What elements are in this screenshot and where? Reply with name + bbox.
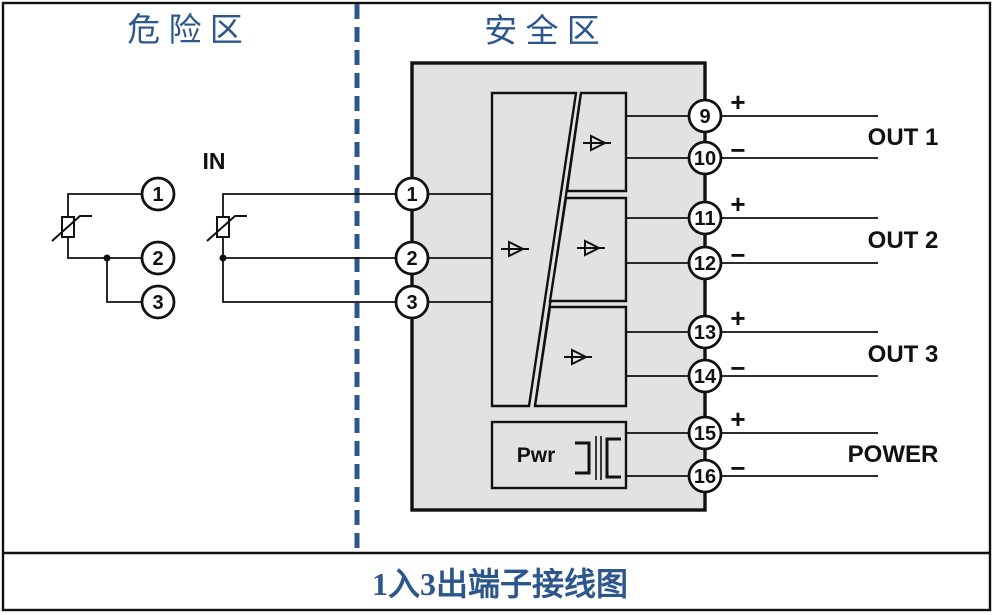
safe-zone-label: 安 全 区 xyxy=(484,13,600,50)
device-terminal-10 xyxy=(687,140,723,176)
wire xyxy=(222,193,396,217)
sensor-terminal-2 xyxy=(140,240,176,276)
device-terminal-11 xyxy=(687,200,723,236)
minus-sign: − xyxy=(730,135,745,165)
plus-sign: + xyxy=(730,87,745,117)
sensor-terminal-3 xyxy=(140,284,176,320)
rtd-diagonal-icon xyxy=(206,215,247,242)
sensor-terminal-1-number: 1 xyxy=(152,184,163,206)
power-block-box xyxy=(490,420,628,490)
plus-sign: + xyxy=(730,303,745,333)
device-terminal-9 xyxy=(687,98,723,134)
output-channel-2: 11 12 + − OUT 2 xyxy=(687,189,939,281)
field-sensor: 1 2 3 xyxy=(51,176,176,320)
sensor-terminal-3-number: 3 xyxy=(152,292,163,314)
device-terminal-13 xyxy=(687,314,723,350)
wire xyxy=(67,193,142,217)
rtd-diagonal-icon xyxy=(51,215,92,242)
diagram-caption: 1入3出端子接线图 xyxy=(372,566,628,602)
device-terminal-16-number: 16 xyxy=(694,466,716,488)
device-terminal-14-number: 14 xyxy=(694,366,717,388)
power-label: POWER xyxy=(848,441,939,468)
power-channel: 15 16 + − POWER xyxy=(687,404,939,494)
device-terminal-10-number: 10 xyxy=(694,148,716,170)
device-terminal-1 xyxy=(394,176,430,212)
device-terminal-14 xyxy=(687,358,723,394)
output2-amplifier-block xyxy=(548,196,628,303)
amplifier-icon-out2 xyxy=(577,239,605,257)
plus-sign: + xyxy=(730,404,745,434)
minus-sign: − xyxy=(730,353,745,383)
input-label: IN xyxy=(203,148,226,174)
device-terminal-11-number: 11 xyxy=(694,208,715,230)
device-terminal-16 xyxy=(687,458,723,494)
hazardous-zone-label: 危 险 区 xyxy=(127,12,243,49)
minus-sign: − xyxy=(730,453,745,483)
device-terminal-2-number: 2 xyxy=(406,248,417,270)
transformer-icon xyxy=(575,436,621,480)
amplifier-icon-out1 xyxy=(583,134,611,152)
rtd-resistor-icon xyxy=(61,216,75,238)
output-channel-3: 13 14 + − OUT 3 xyxy=(687,303,939,394)
sensor-terminal-1 xyxy=(140,176,176,212)
internal-wires xyxy=(428,115,689,477)
amplifier-icon-input xyxy=(501,240,529,258)
device-terminal-15 xyxy=(687,415,723,451)
amplifier-icon-out3 xyxy=(564,348,592,366)
wire xyxy=(222,258,396,303)
out2-label: OUT 2 xyxy=(868,227,939,254)
junction-dot xyxy=(103,254,111,262)
device-terminal-1-number: 1 xyxy=(406,184,417,206)
output-channel-1: 9 10 + − OUT 1 xyxy=(687,87,939,176)
plus-sign: + xyxy=(730,189,745,219)
out1-label: OUT 1 xyxy=(868,124,939,151)
pwr-label: Pwr xyxy=(517,444,556,467)
device-input-terminals: 1 2 3 xyxy=(394,176,430,320)
device-terminal-12 xyxy=(687,245,723,281)
device-terminal-3-number: 3 xyxy=(406,292,417,314)
wire xyxy=(67,237,141,259)
sensor-terminal-2-number: 2 xyxy=(152,248,163,270)
device-terminal-15-number: 15 xyxy=(694,423,716,445)
device-terminal-13-number: 13 xyxy=(694,322,716,344)
out3-label: OUT 3 xyxy=(868,341,939,368)
device-terminal-2 xyxy=(394,240,430,276)
device-terminal-3 xyxy=(394,284,430,320)
power-block: Pwr xyxy=(490,420,628,490)
device-terminal-12-number: 12 xyxy=(694,253,716,275)
device-terminal-9-number: 9 xyxy=(699,106,710,128)
junction-dot xyxy=(219,254,227,262)
minus-sign: − xyxy=(730,240,745,270)
rtd-resistor-icon xyxy=(216,216,230,238)
wire xyxy=(106,258,141,303)
input-sensor: IN xyxy=(203,148,396,303)
